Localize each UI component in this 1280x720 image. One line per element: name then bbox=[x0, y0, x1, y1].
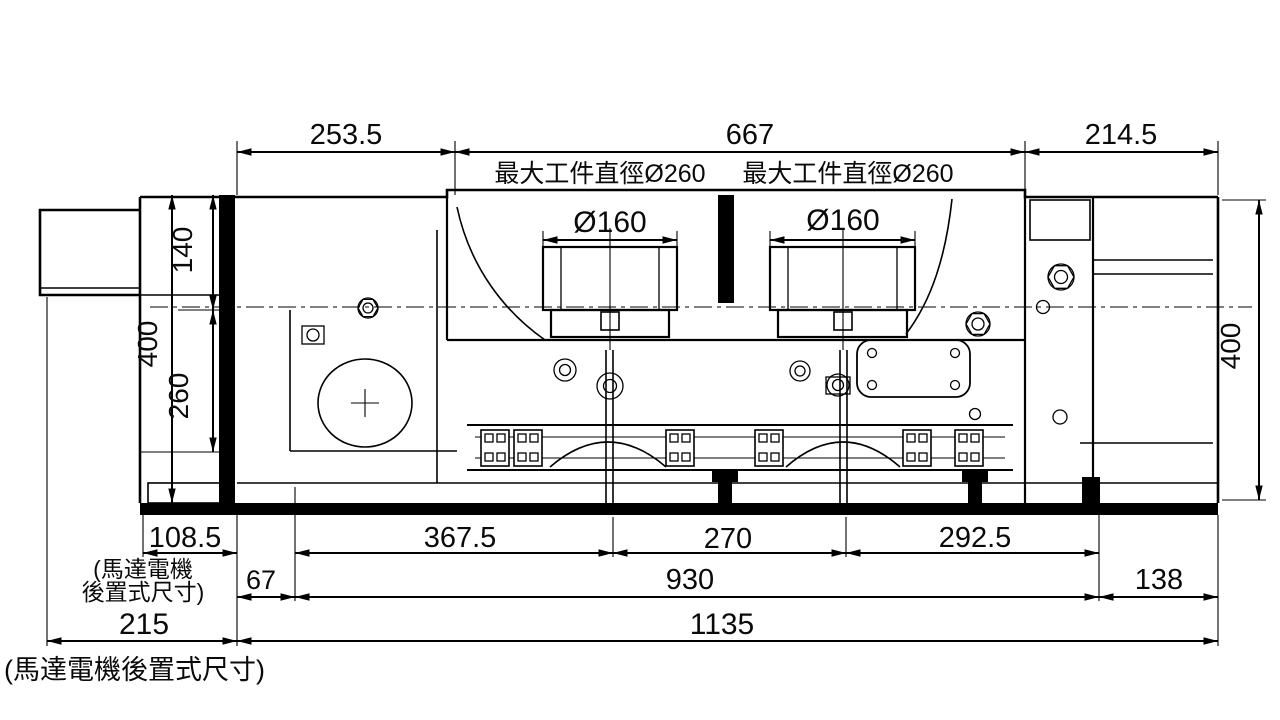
dim-row1-a: 108.5 bbox=[149, 522, 222, 554]
dim-row1-d: 292.5 bbox=[939, 522, 1012, 554]
dim-row1-c: 270 bbox=[704, 523, 752, 555]
bolt-features bbox=[301, 263, 1075, 425]
dim-top-center: 667 bbox=[726, 119, 774, 151]
dim-chuck-left-diameter: Ø160 bbox=[573, 206, 646, 239]
dimension-labels: 253.5 667 214.5 最大工件直徑Ø260 最大工件直徑Ø260 Ø1… bbox=[119, 119, 1246, 641]
dim-left-total: 400 bbox=[132, 321, 163, 368]
left-splash-guard-curve bbox=[456, 206, 546, 341]
dim-left-upper: 140 bbox=[167, 227, 198, 274]
way-cover-arc-left bbox=[549, 441, 667, 468]
interior-details bbox=[147, 195, 1252, 515]
note-max-workpiece-left: 最大工件直徑Ø260 bbox=[494, 160, 705, 188]
note-max-workpiece-right: 最大工件直徑Ø260 bbox=[742, 160, 953, 188]
notes: (馬達電機 後置式尺寸) (馬達電機後置式尺寸) bbox=[4, 556, 265, 685]
dim-right-height: 400 bbox=[1215, 323, 1246, 370]
dim-left-lower: 260 bbox=[163, 373, 194, 420]
left-column bbox=[219, 195, 235, 503]
right-chuck bbox=[768, 228, 917, 350]
dim-row2-b: 930 bbox=[666, 564, 714, 596]
note-side-line1: (馬達電機 bbox=[93, 556, 193, 582]
dim-row2-c: 138 bbox=[1135, 564, 1183, 596]
dim-row3-a: 215 bbox=[119, 608, 169, 641]
machine-base bbox=[140, 503, 1218, 515]
motor-pulley-circle bbox=[317, 358, 413, 448]
dim-top-right: 214.5 bbox=[1085, 119, 1158, 151]
right-splash-guard-curve bbox=[905, 198, 953, 335]
cover-plate bbox=[856, 339, 971, 398]
dim-chuck-right-diameter: Ø160 bbox=[806, 204, 879, 237]
way-cover-arc-right bbox=[785, 441, 901, 468]
extension-lines bbox=[46, 141, 1266, 646]
center-hanger-bar bbox=[718, 195, 734, 303]
note-side-line2: 後置式尺寸) bbox=[82, 579, 205, 605]
dim-top-left: 253.5 bbox=[310, 119, 383, 151]
machine-body-outline bbox=[38, 188, 1220, 515]
note-bottom: (馬達電機後置式尺寸) bbox=[4, 655, 265, 685]
dim-row1-b: 367.5 bbox=[424, 522, 497, 554]
anchor-bolts bbox=[712, 470, 1100, 513]
dim-row3-b: 1135 bbox=[690, 608, 755, 641]
guide-blocks bbox=[480, 429, 984, 467]
rear-motor-housing bbox=[38, 208, 140, 297]
left-chuck bbox=[541, 228, 679, 350]
guideway-zone bbox=[237, 424, 1218, 513]
dim-row2-a: 67 bbox=[246, 565, 276, 595]
